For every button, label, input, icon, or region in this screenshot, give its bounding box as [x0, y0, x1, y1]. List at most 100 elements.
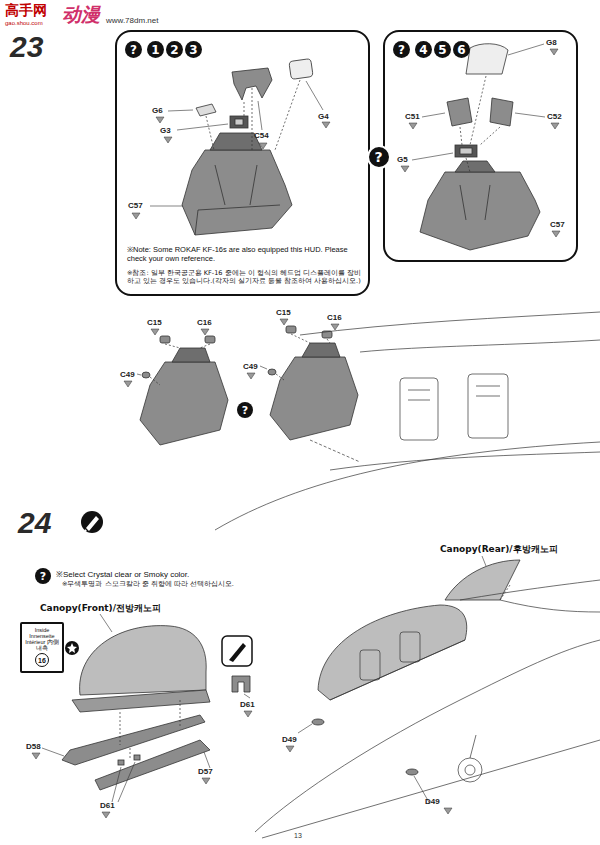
option-number: 3: [185, 41, 202, 58]
illustration-path: [330, 452, 600, 470]
illustration-path: [460, 580, 600, 600]
illustration-ellipse: [406, 769, 418, 775]
paint-marker: [124, 381, 132, 387]
part-number: C54: [254, 131, 269, 140]
option-number: ?: [393, 41, 410, 58]
illustration-rect: [360, 650, 380, 680]
illustration-rect: [286, 326, 296, 333]
paint-marker: [202, 778, 210, 784]
note-text: ※Select Crystal clear or Smoky color.: [56, 568, 189, 579]
paint-marker: [156, 117, 164, 123]
illustration-rect: [400, 378, 438, 440]
illustration-g: [120, 76, 600, 838]
page-number: 13: [294, 832, 302, 839]
part-number: G5: [397, 155, 408, 164]
illustration-path: [72, 690, 210, 712]
illustration-g: [32, 49, 560, 818]
paint-marker: [280, 319, 288, 325]
part-number: C49: [243, 362, 258, 371]
part-number: C57: [550, 220, 565, 229]
illustration-path: [150, 334, 330, 385]
illustration-polygon: [490, 98, 513, 126]
paint-marker: [164, 137, 172, 143]
paint-marker: [259, 143, 267, 149]
paint-marker: [322, 122, 330, 128]
part-number: C51: [405, 112, 420, 121]
part-number: D61: [100, 801, 115, 810]
illustration-rect: [134, 755, 140, 760]
paint-marker: [401, 166, 409, 172]
illustration-path: [206, 80, 300, 150]
illustration-rect: [118, 760, 124, 765]
illustration-ellipse: [312, 719, 324, 725]
illustration-g: [62, 44, 540, 790]
part-number: C57: [128, 201, 143, 210]
illustration-circle: [81, 511, 103, 533]
paint-marker: [331, 324, 339, 330]
part-number: D49: [425, 797, 440, 806]
illustration-path: [298, 556, 486, 804]
option-panel: ?456: [383, 30, 578, 262]
paint-marker: [247, 373, 255, 379]
paint-marker: [444, 808, 452, 814]
illustration-path: [232, 68, 272, 100]
illustration-polygon: [455, 161, 495, 172]
illustration-ellipse: [268, 369, 276, 375]
illustration-path: [232, 676, 250, 692]
illustration-path: [318, 605, 467, 700]
paint-marker: [409, 123, 417, 129]
illustration-polygon: [196, 104, 216, 116]
part-number: C16: [197, 318, 212, 327]
paint-marker: [102, 812, 110, 818]
illustration-polygon: [420, 172, 540, 250]
part-number: G4: [318, 112, 329, 121]
part-number: D57: [198, 767, 213, 776]
part-number: D58: [26, 742, 41, 751]
option-icon: ?: [367, 145, 391, 169]
option-icon: ?: [35, 568, 51, 584]
illustration-rect: [289, 59, 313, 80]
note-text: ※Note: Some ROKAF KF-16s are also equipp…: [127, 246, 363, 263]
illustration-path: [300, 312, 600, 335]
color-callout-text: Inside Innenseite Intérieur 内側 내측: [24, 627, 60, 651]
illustration-path: [330, 640, 465, 700]
illustration-path: [500, 585, 510, 600]
step-number: 24: [18, 508, 51, 538]
illustration-rect: [160, 336, 170, 343]
illustration-path: [412, 44, 545, 160]
illustration-polygon: [67, 643, 77, 653]
illustration-rect: [460, 148, 472, 154]
part-number: D61: [240, 700, 255, 709]
paint-marker: [201, 329, 209, 335]
part-number: C15: [147, 318, 162, 327]
paint-marker: [550, 49, 558, 55]
part-number: G6: [152, 106, 163, 115]
option-number: 2: [166, 41, 183, 58]
illustration-path: [500, 600, 600, 612]
illustration-rect: [205, 336, 215, 343]
part-number: D49: [282, 735, 297, 744]
color-callout-box: Inside Innenseite Intérieur 内側 내측16: [20, 622, 64, 673]
paint-marker: [552, 231, 560, 237]
illustration-path: [255, 640, 600, 832]
part-number: C15: [276, 308, 291, 317]
illustration-path: [466, 44, 508, 74]
part-number: C52: [547, 112, 562, 121]
illustration-polygon: [447, 98, 472, 126]
illustration-path: [215, 442, 600, 530]
illustration-rect: [400, 632, 420, 662]
illustration-rect: [230, 116, 248, 128]
illustration-polygon: [302, 343, 340, 357]
note-text: ※무색투명과 스모크칼라 중 취향에 따라 선택하십시오.: [62, 580, 234, 589]
illustration-path: [195, 165, 280, 235]
watermark: 高手网: [5, 3, 47, 17]
paint-marker: [151, 329, 159, 335]
illustration-g: [42, 44, 545, 804]
illustration-path: [95, 740, 210, 790]
illustration-path: [460, 185, 490, 220]
illustration-polygon: [182, 150, 292, 235]
illustration-path: [42, 614, 250, 802]
illustration-path: [408, 386, 500, 400]
illustration-path: [470, 735, 476, 758]
